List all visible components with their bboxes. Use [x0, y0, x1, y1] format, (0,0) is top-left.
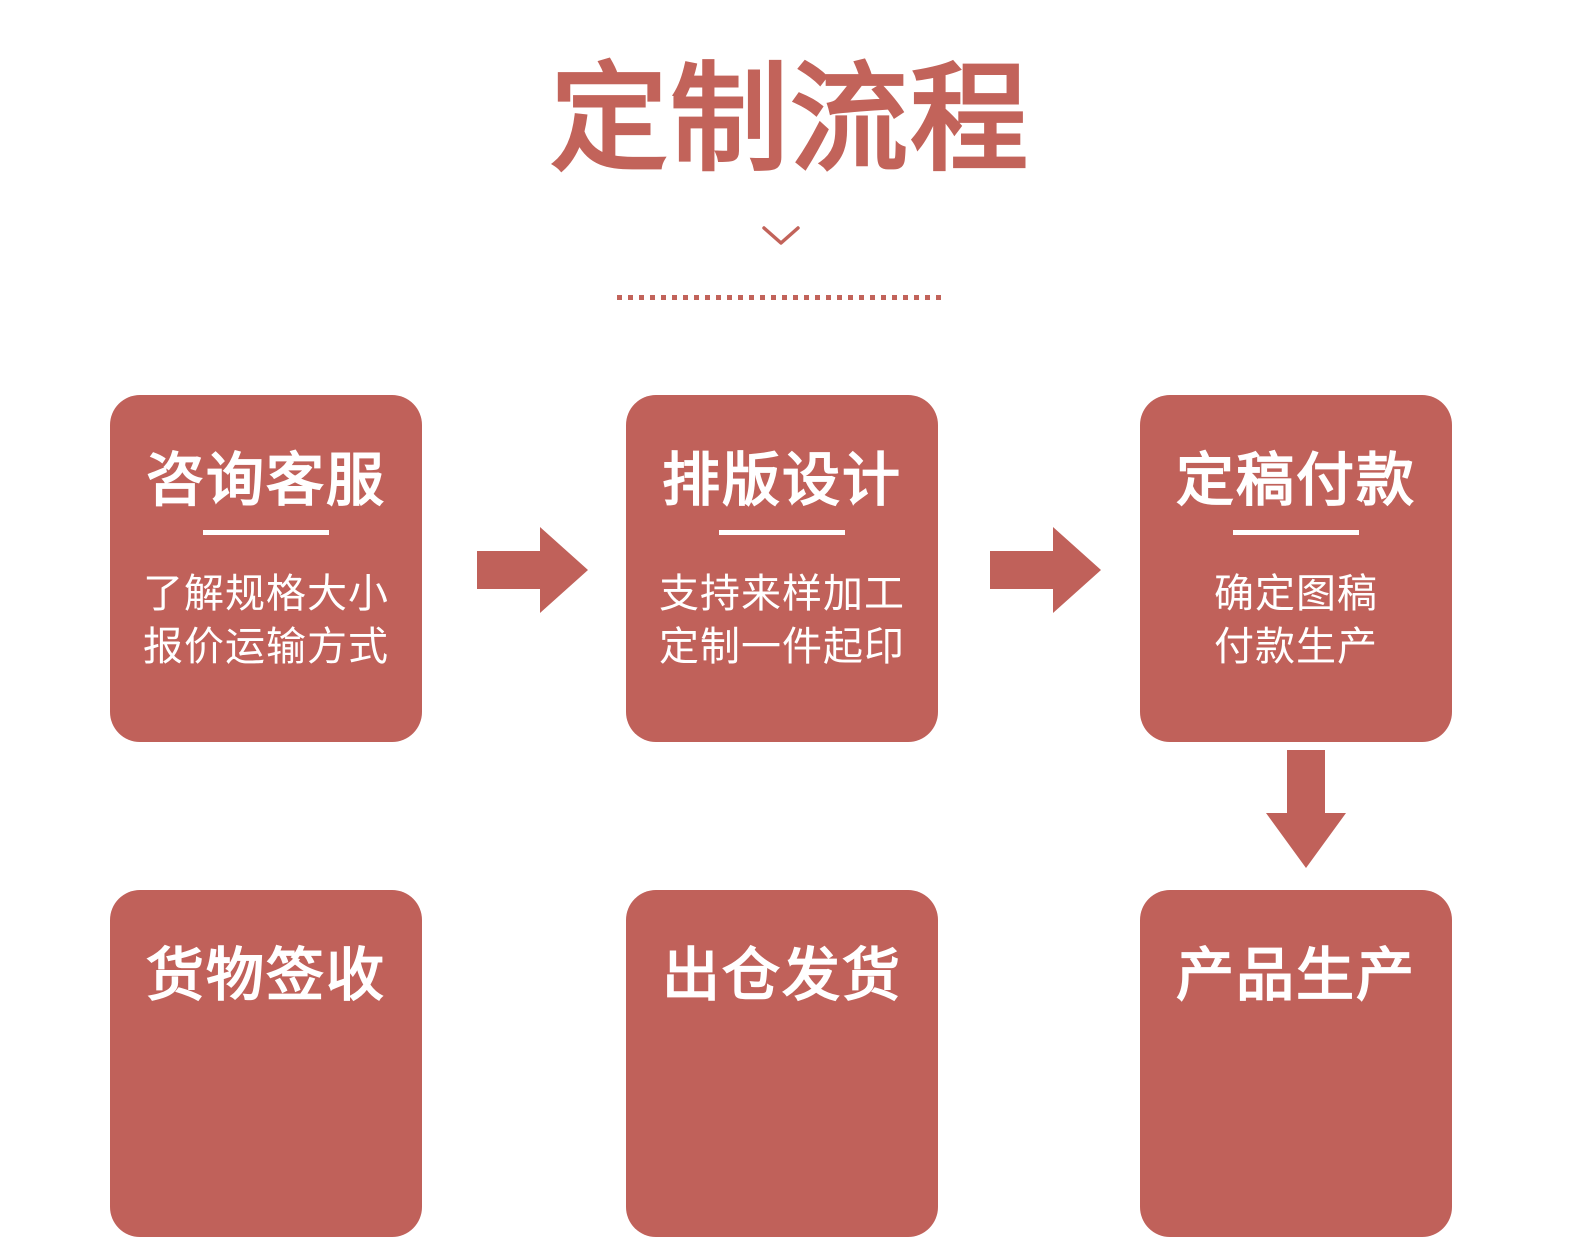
- step-title: 产品生产: [1175, 943, 1416, 1008]
- step-title: 货物签收: [145, 943, 386, 1008]
- step-title: 排版设计: [661, 448, 902, 513]
- step-card-warehouse-shipping: 出仓发货: [626, 890, 938, 1237]
- step-title: 咨询客服: [145, 448, 386, 513]
- page-title: 定制流程: [549, 55, 1030, 186]
- step-description: 支持来样加工 定制一件起印: [626, 568, 938, 674]
- step-description-line: 付款生产: [1214, 625, 1378, 669]
- step-card-consult-service: 咨询客服 了解规格大小 报价运输方式: [110, 395, 422, 742]
- chevron-down-icon: [761, 224, 801, 253]
- step-divider: [719, 530, 845, 535]
- arrow-right-icon: [990, 527, 1101, 613]
- step-description-line: 定制一件起印: [659, 625, 905, 669]
- step-title: 出仓发货: [661, 943, 902, 1008]
- step-card-layout-design: 排版设计 支持来样加工 定制一件起印: [626, 395, 938, 742]
- arrow-down-icon: [1266, 750, 1346, 868]
- step-card-goods-receipt: 货物签收: [110, 890, 422, 1237]
- dotted-divider: [617, 295, 944, 300]
- step-description: 确定图稿 付款生产: [1140, 568, 1452, 674]
- step-card-product-production: 产品生产: [1140, 890, 1452, 1237]
- arrow-right-icon: [477, 527, 588, 613]
- step-description: 了解规格大小 报价运输方式: [110, 568, 422, 674]
- step-description-line: 确定图稿: [1214, 572, 1378, 616]
- step-description-line: 支持来样加工: [659, 572, 905, 616]
- step-divider: [1233, 530, 1359, 535]
- step-description-line: 了解规格大小: [143, 572, 389, 616]
- step-title: 定稿付款: [1175, 448, 1416, 513]
- step-description-line: 报价运输方式: [143, 625, 389, 669]
- step-card-finalize-payment: 定稿付款 确定图稿 付款生产: [1140, 395, 1452, 742]
- step-divider: [203, 530, 329, 535]
